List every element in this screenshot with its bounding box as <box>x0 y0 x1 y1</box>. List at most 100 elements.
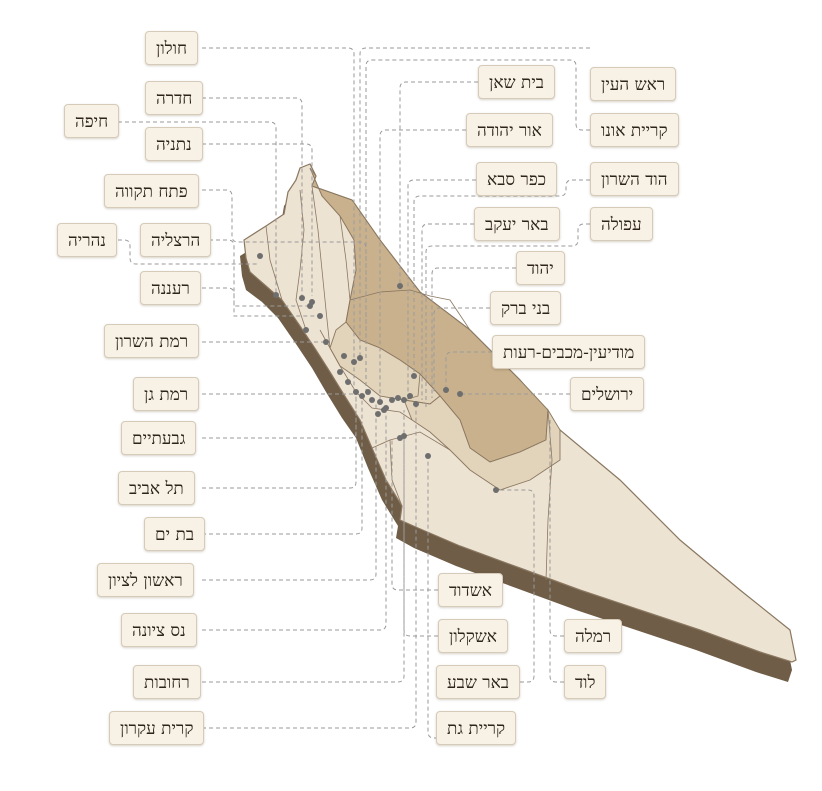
label-beit-shean[interactable]: בית שאן <box>478 65 555 99</box>
dot-hod-hasharon <box>411 373 417 379</box>
label-netanya[interactable]: נתניה <box>145 127 203 161</box>
leader-ashkelon <box>403 436 438 637</box>
leader-holon <box>202 47 355 395</box>
dot-petah-tikva <box>341 353 347 359</box>
leader-beit-shean <box>399 81 478 286</box>
label-ramat-gan[interactable]: רמת גן <box>133 377 200 411</box>
label-ness-ziona[interactable]: נס ציונה <box>121 613 197 647</box>
leader-rehovot <box>202 410 405 683</box>
dot-lod <box>401 397 407 403</box>
label-raanana[interactable]: רעננה <box>140 271 201 305</box>
label-bat-yam[interactable]: בת ים <box>144 517 206 551</box>
leader-lod <box>549 640 564 683</box>
leader-tel-aviv <box>202 392 357 489</box>
label-jerusalem[interactable]: ירושלים <box>570 377 645 411</box>
label-herzliya[interactable]: הרצליה <box>140 223 212 257</box>
dot-rishon <box>375 411 381 417</box>
leader-rosh-haayin <box>359 47 590 358</box>
dot-beer-yaakov <box>389 397 395 403</box>
leader-yehud <box>431 267 516 398</box>
border-1 <box>295 189 307 331</box>
label-hadera[interactable]: חדרה <box>145 81 204 115</box>
dot-nahariya <box>257 253 263 259</box>
label-or-yehuda[interactable]: אור יהודה <box>466 113 553 147</box>
leader-kiryat-ono <box>365 59 590 392</box>
leader-givatayim <box>202 392 357 439</box>
label-ashdod[interactable]: אשדוד <box>438 573 503 607</box>
border-5 <box>265 225 283 301</box>
label-kiryat-ekron[interactable]: קרית עקרון <box>109 711 205 745</box>
label-lod[interactable]: לוד <box>564 665 607 699</box>
leader-hadera <box>202 97 303 298</box>
leader-petah-tikva <box>202 189 367 338</box>
city-dots <box>257 253 499 493</box>
dot-bat-yam <box>369 397 375 403</box>
label-rosh-haayin[interactable]: ראש העין <box>590 67 677 101</box>
leader-haifa <box>118 121 277 295</box>
dot-givatayim <box>359 393 365 399</box>
border-4 <box>349 289 471 331</box>
map-land <box>243 163 797 663</box>
leader-modiin <box>445 351 492 390</box>
label-beer-yaakov[interactable]: באר יעקב <box>474 207 560 241</box>
leader-netanya <box>202 143 313 296</box>
dot-afula <box>303 327 309 333</box>
leader-herzliya <box>202 239 320 317</box>
dot-modiin <box>443 387 449 393</box>
dot-kiryat-ekron <box>413 401 419 407</box>
dot-herzliya <box>317 313 323 319</box>
label-ashkelon[interactable]: אשקלון <box>438 619 508 653</box>
label-modiin[interactable]: מודיעין-מכבים-רעות <box>492 335 646 369</box>
leader-nahariya <box>118 239 258 265</box>
label-rishon[interactable]: ראשון לציון <box>97 563 194 597</box>
dot-ramat-hasharon <box>323 339 329 345</box>
label-nahariya[interactable]: נהריה <box>57 223 117 257</box>
leader-beer-yaakov <box>421 223 502 400</box>
label-holon[interactable]: חולון <box>145 31 199 65</box>
label-beer-sheva[interactable]: באר שבע <box>436 665 520 699</box>
label-afula[interactable]: עפולה <box>590 207 653 241</box>
dot-ramat-gan <box>353 389 359 395</box>
border-6 <box>319 329 413 421</box>
dot-hadera <box>299 295 305 301</box>
border-8 <box>389 439 403 507</box>
label-kiryat-gat[interactable]: קריית גת <box>436 711 517 745</box>
leader-bat-yam <box>202 394 363 535</box>
label-kfar-saba[interactable]: כפר סבא <box>476 162 558 196</box>
dot-haifa <box>273 292 279 298</box>
border-3 <box>339 215 351 323</box>
label-ramla[interactable]: רמלה <box>564 619 623 653</box>
leader-ness-ziona <box>202 408 387 631</box>
label-rehovot[interactable]: רחובות <box>133 665 201 699</box>
leader-or-yehuda <box>379 129 466 400</box>
leader-rishon <box>202 402 377 581</box>
border-2 <box>311 185 331 349</box>
dot-ramla <box>407 393 413 399</box>
dot-ness-ziona <box>383 405 389 411</box>
leader-kiryat-gat <box>427 456 438 739</box>
label-bnei-brak[interactable]: בני ברק <box>490 291 562 325</box>
label-hod-hasharon[interactable]: הוד השרון <box>590 162 679 196</box>
label-ramat-hasharon[interactable]: רמת השרון <box>104 324 200 358</box>
dot-kfar-saba <box>357 355 363 361</box>
leader-lines <box>118 47 590 739</box>
dot-rosh-haayin <box>351 359 357 365</box>
label-petah-tikva[interactable]: פתח תקווה <box>104 174 199 208</box>
leader-kiryat-ekron <box>202 404 417 729</box>
leader-kfar-saba <box>407 179 476 398</box>
label-givatayim[interactable]: גבעתיים <box>121 421 197 455</box>
dot-kiryat-gat <box>425 453 431 459</box>
dot-beer-sheva <box>493 487 499 493</box>
dot-or-yehuda <box>377 399 383 405</box>
region-south-inland <box>403 395 561 491</box>
label-yehud[interactable]: יהוד <box>516 251 565 285</box>
label-haifa[interactable]: חיפה <box>64 104 120 138</box>
leader-hod-hasharon <box>413 179 590 376</box>
dot-raanana <box>307 303 313 309</box>
label-kiryat-ono[interactable]: קריית אונו <box>590 113 679 147</box>
leader-ramla <box>549 420 564 637</box>
dot-rehovot <box>395 395 401 401</box>
label-tel-aviv[interactable]: תל אביב <box>118 471 195 505</box>
dot-bnei-brak <box>345 379 351 385</box>
